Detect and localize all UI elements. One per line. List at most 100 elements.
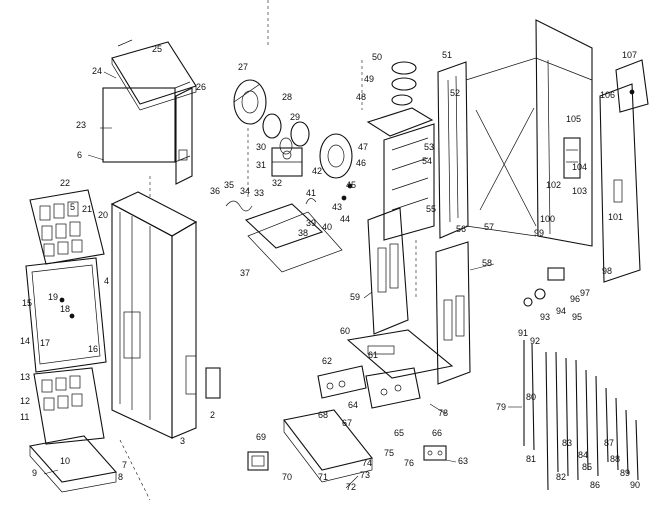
top-panel [111, 39, 197, 111]
callout-40: 40 [322, 222, 332, 232]
callout-58: 58 [482, 258, 492, 268]
callout-7: 7 [122, 460, 127, 470]
callout-79: 79 [496, 402, 506, 412]
base-tray [28, 435, 118, 493]
blower-wheel-right [319, 133, 353, 179]
callout-5: 5 [70, 202, 75, 212]
callout-53: 53 [424, 142, 434, 152]
burner-assembly [317, 365, 421, 409]
blower-wheel-left [233, 79, 267, 125]
callout-55: 55 [426, 204, 436, 214]
callout-103: 103 [572, 186, 587, 196]
callout-35: 35 [224, 180, 234, 190]
callout-96: 96 [570, 294, 580, 304]
callout-6: 6 [77, 150, 82, 160]
front-grille-upper [29, 189, 105, 265]
duct-housing [366, 107, 435, 241]
callout-2: 2 [210, 410, 215, 420]
callout-27: 27 [238, 62, 248, 72]
callout-64: 64 [348, 400, 358, 410]
filter-panel-left [367, 207, 409, 335]
wire-clips [225, 183, 353, 212]
callout-32: 32 [272, 178, 282, 188]
callout-68: 68 [318, 410, 328, 420]
callout-17: 17 [40, 338, 50, 348]
callout-38: 38 [298, 228, 308, 238]
callout-107: 107 [622, 50, 637, 60]
callout-100: 100 [540, 214, 555, 224]
callout-20: 20 [98, 210, 108, 220]
callout-76: 76 [404, 458, 414, 468]
callout-95: 95 [572, 312, 582, 322]
callout-15: 15 [22, 298, 32, 308]
callout-16: 16 [88, 344, 98, 354]
callout-60: 60 [340, 326, 350, 336]
callout-23: 23 [76, 120, 86, 130]
vent-collar [391, 61, 417, 106]
leader-lines [43, 71, 522, 489]
callout-91: 91 [518, 328, 528, 338]
corner-bracket [615, 59, 649, 113]
callout-57: 57 [484, 222, 494, 232]
main-cabinet-shell [110, 191, 198, 439]
callout-labels: 2 3 4 5 6 7 8 9 10 11 12 13 14 15 16 17 … [20, 44, 640, 492]
callout-45: 45 [346, 180, 356, 190]
callout-29: 29 [290, 112, 300, 122]
callout-71: 71 [318, 472, 328, 482]
callout-99: 99 [534, 228, 544, 238]
callout-85: 85 [582, 462, 592, 472]
callout-84: 84 [578, 450, 588, 460]
callout-80: 80 [526, 392, 536, 402]
callout-72: 72 [346, 482, 356, 492]
gas-valve [423, 445, 447, 461]
callout-26: 26 [196, 82, 206, 92]
callout-75: 75 [384, 448, 394, 458]
rear-cabinet-panel [465, 19, 593, 247]
callout-24: 24 [92, 66, 102, 76]
callout-97: 97 [580, 288, 590, 298]
control-box [563, 137, 581, 179]
callout-43: 43 [332, 202, 342, 212]
callout-86: 86 [590, 480, 600, 490]
callout-106: 106 [600, 90, 615, 100]
callout-63: 63 [458, 456, 468, 466]
callout-87: 87 [604, 438, 614, 448]
callout-50: 50 [372, 52, 382, 62]
callout-36: 36 [210, 186, 220, 196]
callout-93: 93 [540, 312, 550, 322]
small-access-cover [205, 367, 221, 399]
small-fittings [523, 267, 565, 307]
callout-90: 90 [630, 480, 640, 490]
callout-10: 10 [60, 456, 70, 466]
callout-82: 82 [556, 472, 566, 482]
callout-49: 49 [364, 74, 374, 84]
callout-37: 37 [240, 268, 250, 278]
callout-51: 51 [442, 50, 452, 60]
motor-bracket [244, 203, 343, 273]
callout-102: 102 [546, 180, 561, 190]
callout-59: 59 [350, 292, 360, 302]
callout-11: 11 [20, 412, 29, 422]
callout-94: 94 [556, 306, 566, 316]
callout-61: 61 [368, 350, 378, 360]
front-grille-lower [33, 367, 105, 445]
callout-25: 25 [152, 44, 162, 54]
assembly-lines [119, 0, 417, 501]
callout-30: 30 [256, 142, 266, 152]
callout-3: 3 [180, 436, 185, 446]
callout-41: 41 [306, 188, 316, 198]
callout-88: 88 [610, 454, 620, 464]
callout-21: 21 [82, 204, 92, 214]
filter-panel-right [435, 241, 471, 385]
callout-101: 101 [608, 212, 623, 222]
callout-92: 92 [530, 336, 540, 346]
blower-rings [262, 113, 310, 155]
callout-54: 54 [422, 156, 432, 166]
callout-9: 9 [32, 468, 37, 478]
blower-motor-housing [271, 147, 303, 177]
callout-42: 42 [312, 166, 322, 176]
callout-44: 44 [340, 214, 350, 224]
drain-pan [346, 329, 454, 379]
side-panel [102, 81, 191, 163]
